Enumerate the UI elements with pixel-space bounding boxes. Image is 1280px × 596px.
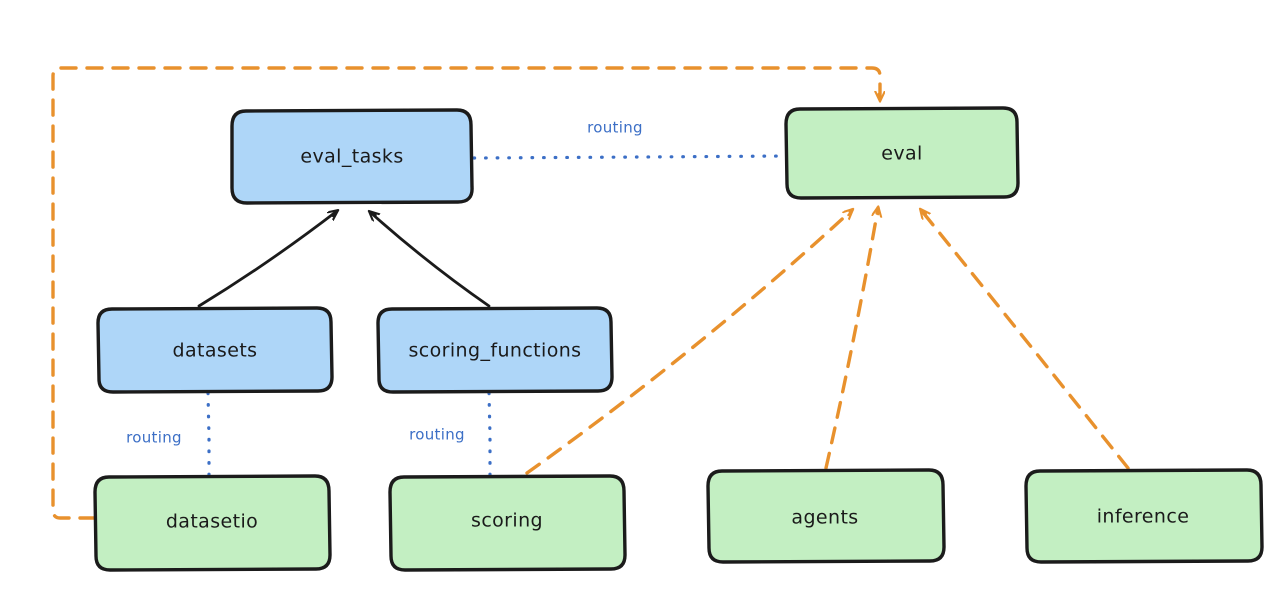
node-eval[interactable]: eval xyxy=(784,106,1020,200)
node-label-eval_tasks: eval_tasks xyxy=(300,146,403,168)
node-agents[interactable]: agents xyxy=(706,468,946,564)
node-label-scoring_functions: scoring_functions xyxy=(409,340,582,362)
edge-datasets-eval_tasks xyxy=(197,211,337,308)
node-label-datasets: datasets xyxy=(173,340,258,362)
edge-scoring_functions-scoring xyxy=(487,391,492,479)
node-datasets[interactable]: datasets xyxy=(96,306,334,394)
edge-scoring_functions-eval_tasks xyxy=(370,212,491,308)
node-label-eval: eval xyxy=(881,143,922,165)
node-label-agents: agents xyxy=(791,507,858,529)
edge-datasetio-eval xyxy=(51,66,880,520)
node-label-inference: inference xyxy=(1097,506,1190,528)
edge-agents-eval xyxy=(824,208,878,470)
edge-label-routing-scoring_functions-scoring: routing xyxy=(409,426,465,444)
edge-scoring-eval xyxy=(525,210,852,475)
edge-inference-eval xyxy=(921,210,1130,470)
edge-label-routing-eval_tasks-eval: routing xyxy=(587,119,643,137)
node-label-datasetio: datasetio xyxy=(166,511,258,533)
node-inference[interactable]: inference xyxy=(1024,468,1264,564)
node-scoring[interactable]: scoring xyxy=(388,474,627,572)
node-datasetio[interactable]: datasetio xyxy=(93,474,332,572)
edge-eval_tasks-eval xyxy=(472,154,788,160)
node-scoring_functions[interactable]: scoring_functions xyxy=(376,306,614,394)
node-label-scoring: scoring xyxy=(471,510,543,532)
edge-datasets-datasetio xyxy=(206,391,211,478)
edge-label-routing-datasets-datasetio: routing xyxy=(126,429,182,447)
node-eval_tasks[interactable]: eval_tasks xyxy=(230,108,474,205)
